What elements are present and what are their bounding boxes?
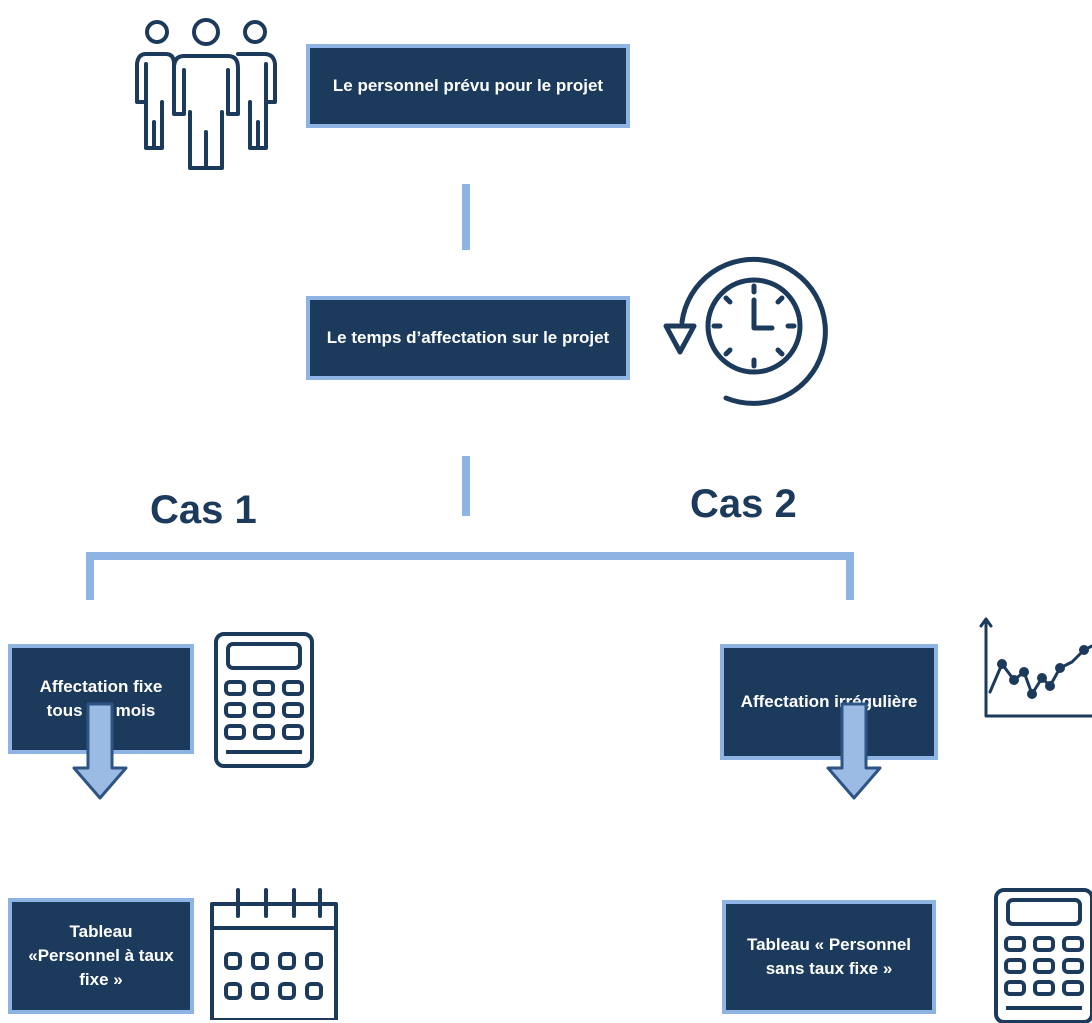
node-temps: Le temps d’affectation sur le projet xyxy=(306,296,630,380)
node-tableau-sans-fixe: Tableau « Personnel sans taux fixe » xyxy=(722,900,936,1014)
branch-right-drop xyxy=(846,552,854,600)
case-2-heading: Cas 2 xyxy=(690,482,797,526)
node-affectation-irreguliere: Affectation irrégulière xyxy=(720,644,938,760)
connector-personnel-temps xyxy=(462,184,470,250)
node-personnel-label: Le personnel prévu pour le projet xyxy=(332,76,604,95)
connector-temps-cases xyxy=(462,456,470,516)
down-arrow-icon xyxy=(72,702,128,802)
line-chart-icon xyxy=(976,616,1092,724)
node-tableau-fixe-label: Tableau «Personnel à taux fixe » xyxy=(28,922,174,989)
calendar-icon xyxy=(208,884,340,1020)
calculator-icon xyxy=(212,630,316,770)
people-group-icon xyxy=(132,12,280,176)
node-temps-label: Le temps d’affectation sur le projet xyxy=(326,328,610,347)
calculator-icon xyxy=(992,886,1092,1023)
branch-horizontal xyxy=(86,552,854,560)
node-tableau-sans-fixe-label: Tableau « Personnel sans taux fixe » xyxy=(746,935,912,978)
node-tableau-fixe: Tableau «Personnel à taux fixe » xyxy=(8,898,194,1014)
down-arrow-icon xyxy=(826,702,882,802)
case-1-heading: Cas 1 xyxy=(150,488,257,532)
clock-cycle-icon xyxy=(660,248,832,412)
node-affectation-irreguliere-label: Affectation irrégulière xyxy=(740,692,918,711)
branch-left-drop xyxy=(86,552,94,600)
node-personnel: Le personnel prévu pour le projet xyxy=(306,44,630,128)
